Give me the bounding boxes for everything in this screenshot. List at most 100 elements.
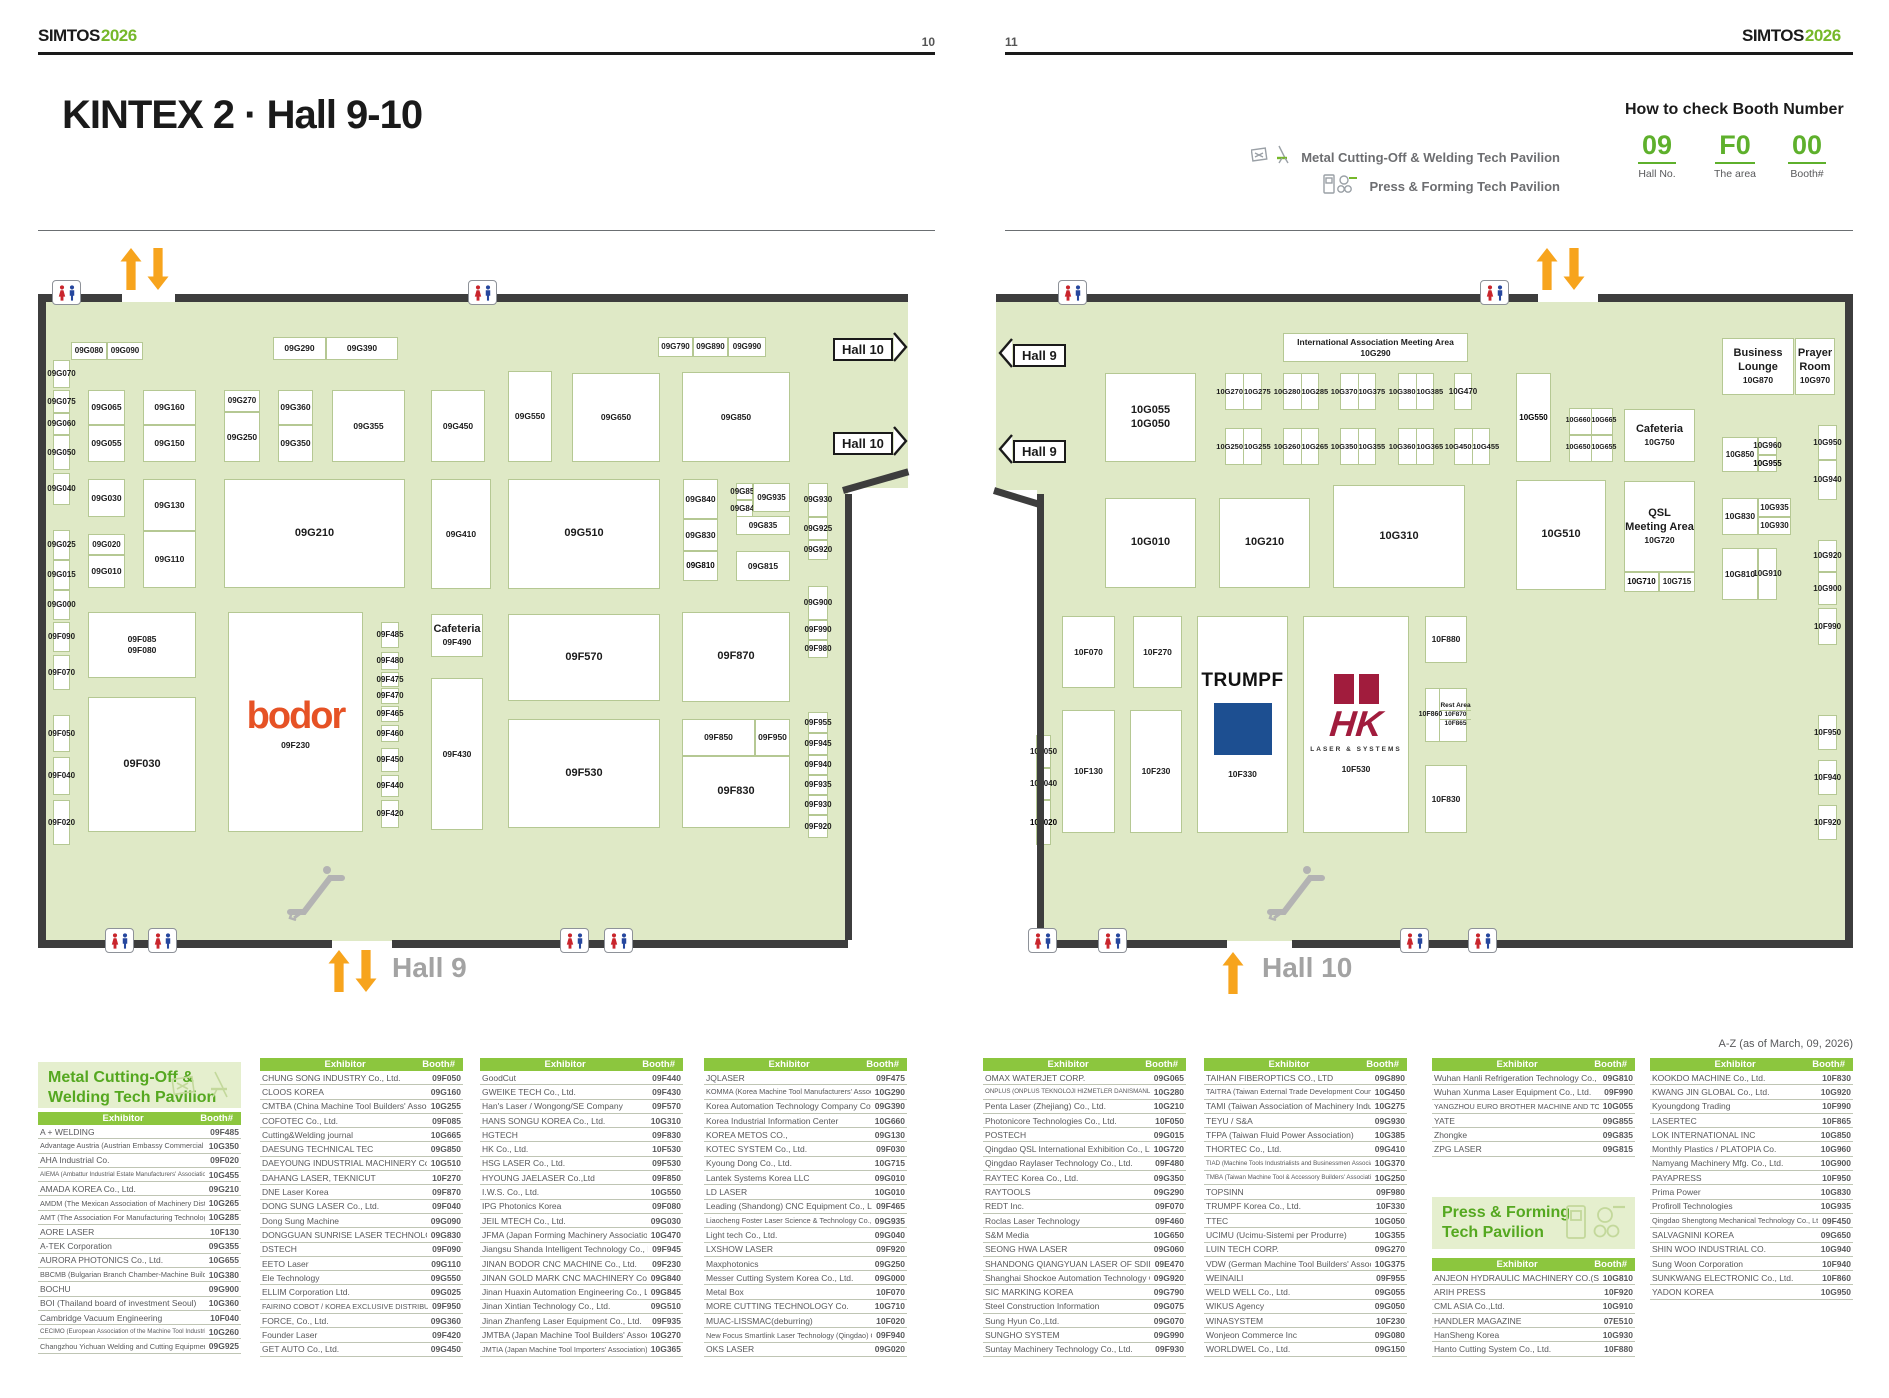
booth-number: 10G280: [1153, 1086, 1184, 1097]
booth-number: 10G310: [650, 1115, 681, 1126]
booth-number: 10G355: [1374, 1229, 1405, 1240]
exit-arrow-hall-9: Hall 9: [998, 338, 1066, 373]
booth-cell-10G385: 10G385: [1415, 374, 1443, 409]
exhibitor-row: RAYTEC Korea Co., Ltd.09G350: [983, 1171, 1186, 1186]
booth-10G210: 10G210: [1219, 498, 1310, 588]
exhibitor-row: ELLIM Corporation Ltd.09G025: [260, 1286, 463, 1300]
exhibitor-row: Qingdao Shengtong Mechanical Technology …: [1650, 1214, 1853, 1229]
booth-number: 10G260: [208, 1326, 239, 1337]
exhibitor-row: Wuhan Hanli Refrigeration Technology Co.…: [1432, 1071, 1635, 1086]
booth-cell-10G275: 10G275: [1243, 374, 1271, 409]
page-title: KINTEX 2 · Hall 9-10: [62, 93, 423, 137]
exhibitor-row: JINAN BODOR CNC MACHINE Co., Ltd.09F230: [480, 1257, 683, 1272]
booth-number: 09G840: [650, 1272, 681, 1283]
booth-09G650: 09G650: [572, 373, 660, 462]
booth-09G090: 09G090: [107, 342, 143, 360]
booth-10G010: 10G010: [1105, 498, 1196, 588]
booth-09G020: 09G020: [88, 534, 125, 555]
exhibitor-row: Namyang Machinery Mfg. Co., Ltd.10G900: [1650, 1157, 1853, 1172]
exhibitor-name: Wonjeon Commerce Inc: [1206, 1330, 1298, 1341]
exhibitor-row: TMBA (Taiwan Machine Tool & Accessory Bu…: [1204, 1171, 1407, 1186]
exhibitor-row: MUAC-LISSMAC(deburring)10F020: [704, 1314, 907, 1329]
booth-number: 10F230: [1376, 1315, 1405, 1326]
exhibitor-row: GET AUTO Co., Ltd.09G450: [260, 1343, 463, 1357]
booth-number: 09G855: [1602, 1115, 1633, 1126]
booth-number: 10G470: [650, 1229, 681, 1240]
exhibitor-row: Photonicore Technologies Co., Ltd.10F050: [983, 1114, 1186, 1129]
exhibitor-row: YANGZHOU EURO BROTHER MACHINE AND TOOLS …: [1432, 1100, 1635, 1114]
booth-number: 10G655: [208, 1255, 239, 1266]
exhibitor-name: CML ASIA Co.,Ltd.: [1434, 1301, 1505, 1312]
toilet-icon: [604, 928, 633, 953]
exhibitor-name: UCIMU (Ucimu-Sistemi per Produrre): [1206, 1229, 1347, 1240]
booth-number: 10G720: [1153, 1144, 1184, 1155]
booth-number: 10F950: [1822, 1172, 1851, 1183]
booth-09G925: 09G925: [804, 517, 832, 540]
booth-cell-10G660: 10G660: [1565, 417, 1591, 425]
escalator-icon: [1262, 862, 1328, 929]
booth-number: 09G110: [431, 1258, 461, 1269]
exhibitor-name: LASERTEC: [1652, 1115, 1697, 1126]
exhibitor-name: Kyoung Dong Co., Ltd.: [706, 1158, 793, 1169]
booth-09G030: 09G030: [88, 479, 125, 517]
exhibitor-name: Shanghai Shockoe Automation Technology C…: [985, 1272, 1150, 1283]
booth-number: 09G000: [874, 1272, 905, 1283]
exhibitor-name: JMTIA (Japan Machine Tool Importers' Ass…: [482, 1344, 647, 1354]
exhibitor-row: Korea Automation Technology Company Co.,…: [704, 1100, 907, 1114]
chevron-right-icon: [893, 426, 908, 461]
exhibitor-name: YADON KOREA: [1652, 1287, 1714, 1298]
booth-number: 10F860: [1822, 1272, 1851, 1283]
exhibitor-name: Light tech Co., Ltd.: [706, 1229, 778, 1240]
booth-number: 10G385: [1374, 1129, 1405, 1140]
exhibitor-name: TMBA (Taiwan Machine Tool & Accessory Bu…: [1206, 1174, 1371, 1182]
booth-number: 09G070: [1153, 1315, 1184, 1326]
booth-09F570: 09F570: [508, 614, 660, 701]
exhibitor-row: ONPLUS (ONPLUS TEKNOLOJI HIZMETLER DANIS…: [983, 1085, 1186, 1100]
exhibitor-name: GET AUTO Co., Ltd.: [262, 1344, 340, 1355]
pavilion-press-block: Press & Forming Tech Pavilion: [1432, 1197, 1635, 1249]
exhibitor-name: LUIN TECH CORP.: [1206, 1244, 1279, 1255]
booth-number: 09F570: [652, 1101, 681, 1112]
exhibitor-name: IPG Photonics Korea: [482, 1201, 562, 1212]
booth-number: 09G390: [874, 1101, 905, 1112]
booth-09F930: 09F930: [804, 795, 832, 815]
exhibitor-name: Namyang Machinery Mfg. Co., Ltd.: [1652, 1158, 1784, 1169]
exhibitor-row: I.W.S. Co., Ltd.10G550: [480, 1185, 683, 1200]
exhibitor-row: AMT (The Association For Manufacturing T…: [38, 1211, 241, 1226]
booth-09F040: 09F040: [48, 757, 75, 795]
exhibitor-name: Dong Sung Machine: [262, 1215, 340, 1226]
legend-item-metal: Metal Cutting-Off & Welding Tech Pavilio…: [1250, 144, 1560, 171]
chevron-left-icon: [998, 434, 1013, 469]
booth-10G550: 10G550: [1516, 373, 1551, 462]
toilet-icon: [560, 928, 589, 953]
press-forming-icon: [1322, 173, 1362, 200]
exhibitor-row: Jiangsu Shanda Intelligent Technology Co…: [480, 1243, 683, 1257]
booth-09G010: 09G010: [88, 555, 125, 588]
booth-09G065: 09G065: [88, 390, 125, 425]
exhibitor-row: UCIMU (Ucimu-Sistemi per Produrre) 10G355: [1204, 1228, 1407, 1243]
header-rule-right: [1005, 52, 1853, 55]
toilet-icon: [52, 280, 81, 305]
booth-09F480: 09F480: [376, 652, 404, 670]
booth-10G955: 10G955: [1753, 455, 1782, 472]
exhibitor-name: AIEMA (Ambattur Industrial Estate Manufa…: [40, 1171, 205, 1179]
exit-arrow-hall-9: Hall 9: [998, 434, 1066, 469]
exhibitor-name: I.W.S. Co., Ltd.: [482, 1187, 540, 1198]
booth-09F430: 09F430: [431, 678, 483, 830]
pavilion-metal-block: Metal Cutting-Off & Welding Tech Pavilio…: [38, 1062, 241, 1108]
exhibitor-name: OKS LASER: [706, 1344, 755, 1355]
